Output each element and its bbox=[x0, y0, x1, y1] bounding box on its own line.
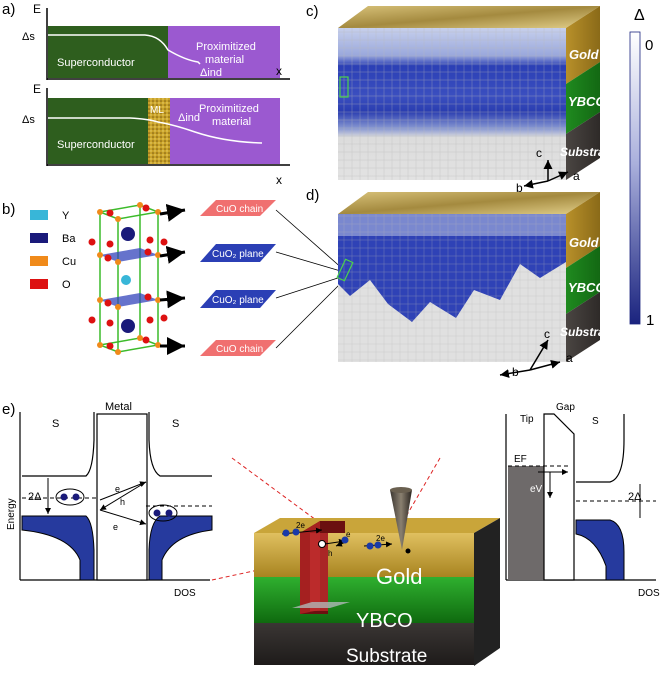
axis-e-top-label: E bbox=[33, 2, 41, 16]
axis-x-top-label: x bbox=[276, 64, 282, 78]
cuo-chain-bottom-shape bbox=[200, 340, 276, 356]
element-legend: Y Ba Cu O bbox=[30, 210, 76, 291]
c-substrate-label: Substrate bbox=[560, 145, 616, 159]
superconductor-region-bottom bbox=[48, 98, 148, 164]
device-gold-label: Gold bbox=[376, 564, 422, 589]
device-h: h bbox=[328, 549, 332, 558]
left-e2: e bbox=[113, 522, 118, 532]
chain-label-top: CuO chain bbox=[216, 204, 263, 215]
panel-b-label: b) bbox=[2, 201, 15, 218]
left-energy-label: Energy bbox=[6, 498, 17, 530]
d-axis-c: c bbox=[544, 327, 550, 341]
c-axis-c: c bbox=[536, 146, 542, 160]
right-s-label: S bbox=[592, 416, 599, 427]
gap-curve-bottom bbox=[48, 117, 263, 144]
proximitized-region-top bbox=[168, 26, 280, 78]
panel-d-label: d) bbox=[306, 187, 319, 204]
left-s-left: S bbox=[52, 418, 59, 430]
legend-swatch-ba bbox=[30, 233, 48, 243]
pointer-lines bbox=[275, 209, 345, 349]
chain-label-bottom: CuO chain bbox=[216, 344, 263, 355]
d-axis-a: a bbox=[566, 351, 573, 365]
colorbar bbox=[629, 31, 641, 325]
legend-swatch-o bbox=[30, 279, 48, 289]
right-ef-label: EF bbox=[514, 454, 527, 465]
block-d bbox=[336, 192, 600, 362]
right-dos-label: DOS bbox=[638, 588, 660, 599]
cuo-chain-top-shape bbox=[200, 200, 276, 216]
colorbar-min: 0 bbox=[645, 37, 653, 54]
device-e: e bbox=[346, 530, 351, 539]
colorbar-max: 1 bbox=[646, 312, 654, 329]
c-ybco-label: YBCO bbox=[568, 94, 606, 109]
left-s-right: S bbox=[172, 418, 179, 430]
delta-ind-bottom: Δind bbox=[178, 112, 200, 124]
colorbar-title: Δ bbox=[634, 7, 645, 24]
delta-s-top: Δs bbox=[22, 31, 35, 43]
atoms bbox=[88, 202, 168, 355]
panel-c-label: c) bbox=[306, 3, 319, 20]
legend-swatch-cu bbox=[30, 256, 48, 266]
d-axis-b: b bbox=[512, 365, 519, 379]
d-axes bbox=[499, 339, 561, 378]
c-axes bbox=[523, 160, 569, 189]
c-axis-a: a bbox=[573, 169, 580, 183]
left-h: h bbox=[120, 497, 125, 507]
legend-swatch-y bbox=[30, 210, 48, 220]
junction-device bbox=[254, 487, 500, 666]
ml-label: ML bbox=[150, 105, 164, 116]
cuo2-plane-upper-shape bbox=[100, 248, 158, 262]
cuo2-plane-lower-shape bbox=[100, 293, 158, 307]
plane-label-lower: CuO₂ plane bbox=[212, 295, 264, 306]
panel-a-label: a) bbox=[2, 1, 15, 18]
delta-ind-top: Δind bbox=[200, 67, 222, 79]
left-dos-diagram bbox=[19, 412, 213, 581]
delta-s-bottom: Δs bbox=[22, 114, 35, 126]
left-e1: e bbox=[115, 484, 120, 494]
device-ybco-label: YBCO bbox=[356, 610, 413, 632]
device-2e-left: 2e bbox=[296, 521, 305, 530]
superconductor-region-top bbox=[48, 26, 168, 78]
proximitized-region-bottom bbox=[170, 98, 280, 164]
axis-x-bottom-label: x bbox=[276, 173, 282, 187]
gap-curve-top bbox=[48, 34, 201, 65]
left-metal: Metal bbox=[105, 401, 132, 413]
d-ybco-label: YBCO bbox=[568, 280, 606, 295]
superconductor-label-top: Superconductor bbox=[57, 57, 135, 69]
zoom-guides bbox=[211, 457, 457, 581]
device-2e-right: 2e bbox=[376, 534, 385, 543]
c-axis-b: b bbox=[516, 181, 523, 195]
right-gap-title: Gap bbox=[556, 402, 575, 413]
cuo2-plane-lower-label-shape bbox=[200, 290, 276, 308]
plane-label-upper: CuO₂ plane bbox=[212, 249, 264, 260]
left-gap-label: 2Δ bbox=[28, 491, 42, 503]
d-gold-label: Gold bbox=[569, 235, 600, 250]
cuo2-plane-upper-label-shape bbox=[200, 244, 276, 262]
right-stm-diagram bbox=[505, 413, 656, 581]
c-gold-label: Gold bbox=[569, 47, 600, 62]
legend-y: Y bbox=[62, 210, 70, 222]
right-gap-value: 2Δ bbox=[628, 491, 642, 503]
right-ev-label: eV bbox=[530, 484, 543, 495]
left-dos-label: DOS bbox=[174, 588, 196, 599]
d-substrate-label: Substrate bbox=[560, 325, 616, 339]
legend-o: O bbox=[62, 279, 71, 291]
axis-e-bottom-label: E bbox=[33, 82, 41, 96]
superconductor-label-bottom: Superconductor bbox=[57, 139, 135, 151]
layer-arrows bbox=[159, 203, 186, 355]
legend-ba: Ba bbox=[62, 233, 76, 245]
legend-cu: Cu bbox=[62, 256, 76, 268]
device-substrate-label: Substrate bbox=[346, 646, 427, 667]
ml-region bbox=[148, 98, 170, 164]
block-c bbox=[338, 6, 600, 180]
right-tip-label: Tip bbox=[520, 414, 534, 425]
panel-e-label: e) bbox=[2, 401, 15, 418]
